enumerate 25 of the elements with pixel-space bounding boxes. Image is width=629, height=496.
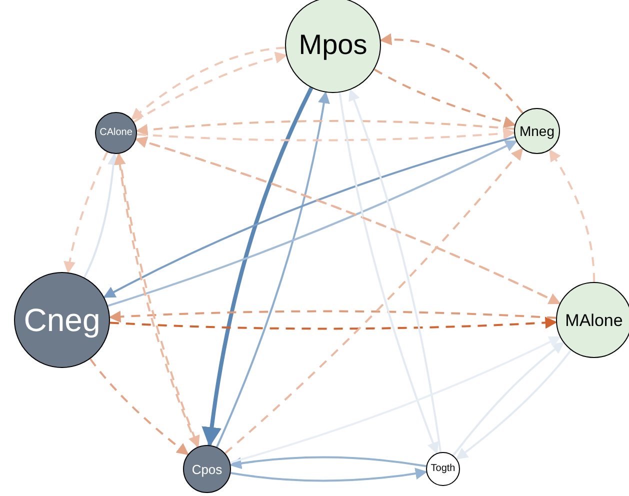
arrow: [216, 91, 330, 448]
arrow: [108, 310, 556, 323]
arrow: [110, 316, 558, 330]
node-label: Cpos: [192, 462, 222, 476]
node-label: Mneg: [519, 124, 555, 138]
node-label: CAlone: [100, 128, 132, 138]
arrow: [224, 148, 524, 454]
arrow: [548, 149, 596, 282]
arrow: [89, 358, 189, 456]
arrow: [374, 68, 516, 128]
arrow: [136, 128, 516, 142]
arrow: [83, 152, 120, 278]
arrow: [136, 120, 514, 136]
arrow: [456, 350, 572, 460]
arrow: [230, 336, 562, 464]
arrow: [452, 342, 564, 456]
node-label: Cneg: [24, 304, 100, 336]
arrow: [202, 86, 314, 448]
arrow: [230, 468, 428, 482]
node-label: MAlone: [565, 312, 623, 328]
node-label: Togth: [430, 464, 456, 474]
arrow: [64, 152, 108, 274]
arrow: [229, 456, 426, 470]
node-label: Mpos: [298, 31, 368, 59]
arrow: [380, 34, 524, 114]
